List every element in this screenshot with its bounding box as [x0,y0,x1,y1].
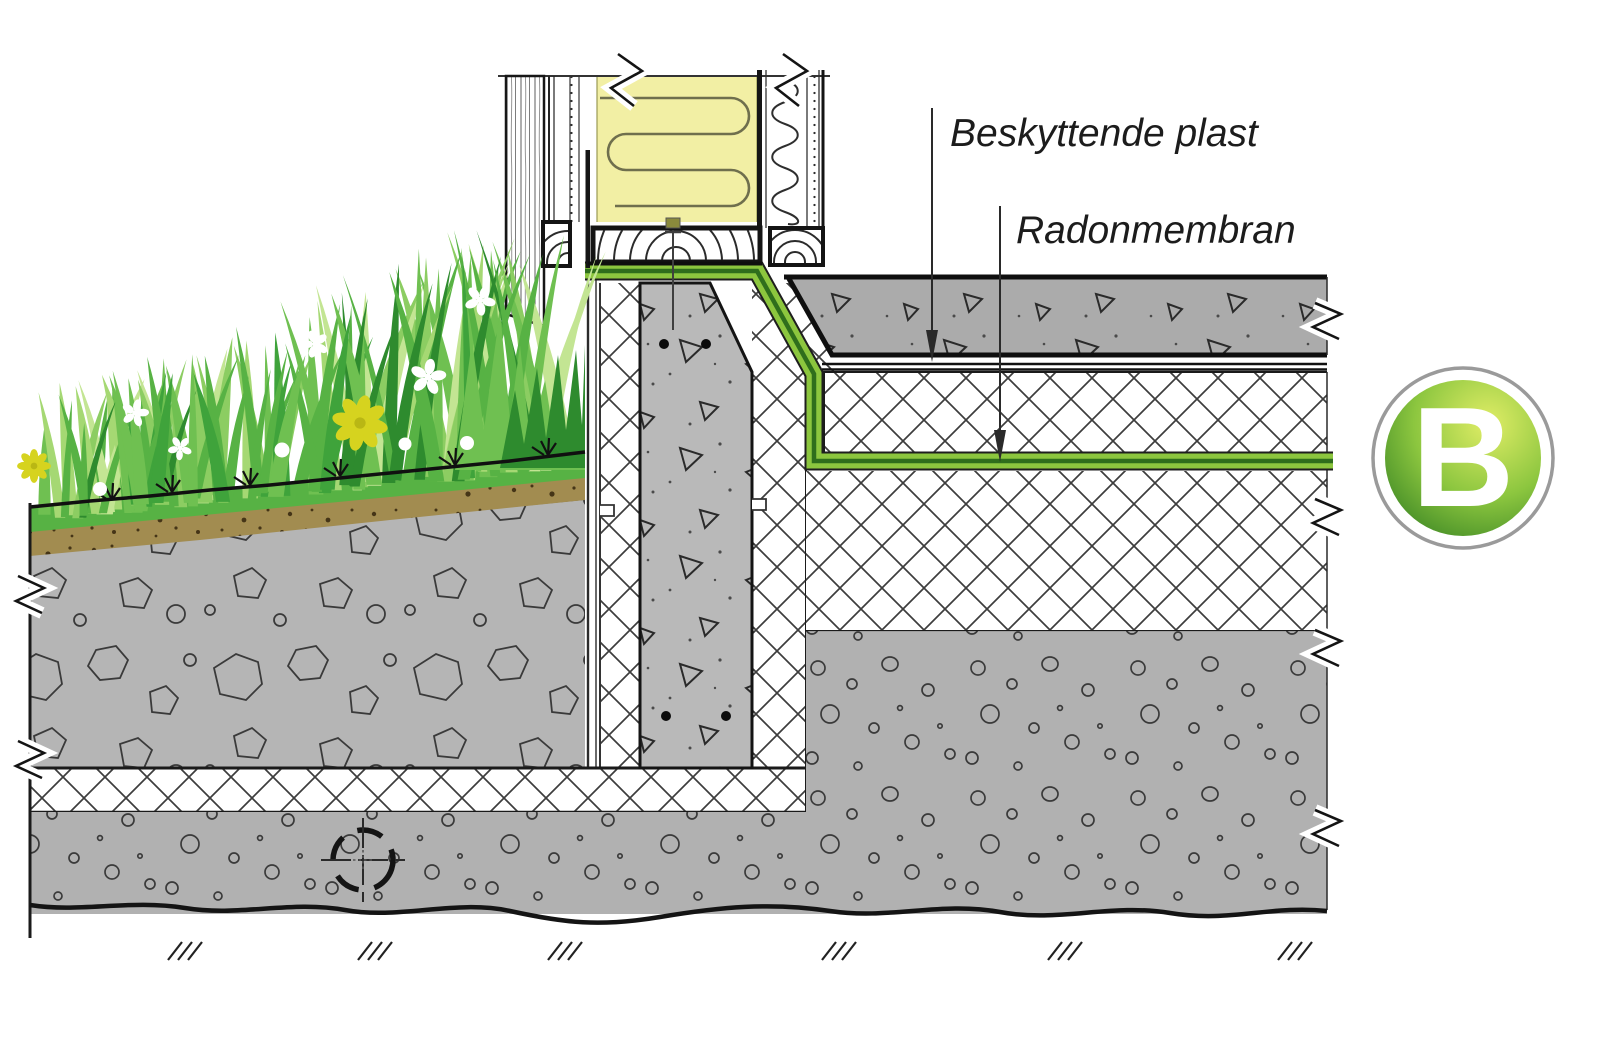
label-radonmembran: Radonmembran [1016,209,1296,252]
leader-beskyttende-plast [926,108,938,362]
grass-soil-line [29,450,586,509]
grade-badge: B [1371,366,1555,550]
rebar-dots [659,339,731,721]
interior-blocking [768,226,825,267]
foundation-wall-assembly [30,280,836,814]
mineral-wool-loops [600,96,751,208]
badge-letter: B [1412,378,1515,537]
label-beskyttende-plast: Beskyttende plast [950,112,1260,155]
meadow-flowers [17,278,503,496]
floor-insulation-upper [824,372,1327,455]
vertical-batten [585,150,590,268]
wind-barrier-board [570,76,579,222]
wall-insulation-exterior [600,283,640,768]
exterior-cladding-board [504,74,546,328]
excavation-bottom-line [29,902,1328,925]
wall-break-marks [600,49,819,111]
anchor-bolt-head [665,217,681,229]
timber-wall-section [498,49,830,330]
interior-insulation-squiggle [771,79,800,226]
arrow-down-icon [994,430,1006,462]
section-linework [1,297,1356,961]
leader-radonmembran [994,206,1006,462]
footing-insulation-strip [30,768,806,812]
flower-buds [93,436,474,496]
arrow-down-icon [926,330,938,362]
floor-assembly [30,274,1328,914]
insulation-board-joint [752,498,767,511]
ground-hatch-ticks [167,941,1313,961]
radon-membrane [585,261,1333,471]
insulation-board-joint [600,504,615,517]
edge-break-marks [1,297,1356,852]
yellow-flower-icon [17,449,51,483]
annotations: Beskyttende plast Radonmembran [926,108,1296,462]
floor-insulation-lower [806,471,1327,630]
vapour-barrier [757,70,762,228]
wall-insulation-interior [752,283,836,768]
terrain-grass [17,230,606,532]
drain-pipe-symbol [321,818,405,902]
badge-green-circle [1385,380,1541,536]
interior-board [807,70,819,250]
